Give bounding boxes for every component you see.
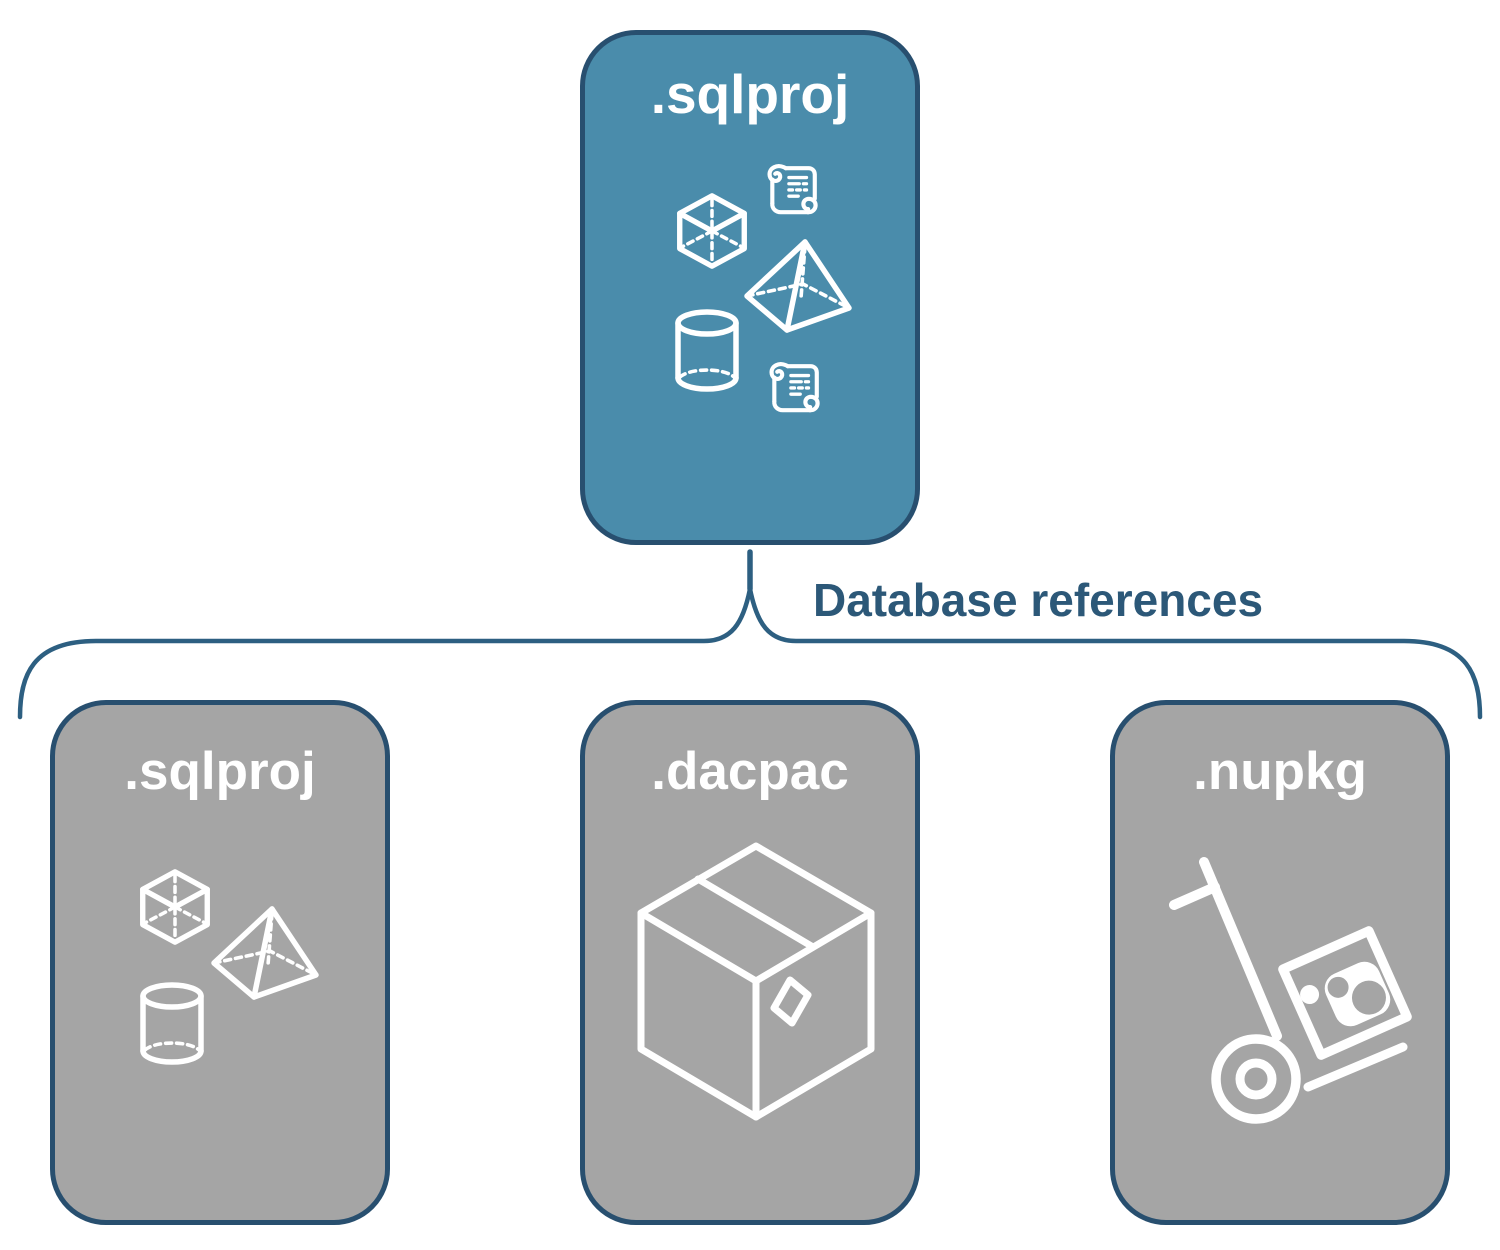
scroll-icon: [763, 162, 821, 220]
connector-label: Database references: [813, 574, 1264, 626]
package-box-icon: [637, 842, 875, 1121]
node-child-sqlproj: .sqlproj: [50, 700, 390, 1225]
scroll-icon: [765, 360, 823, 418]
brace-curve: [17, 586, 1483, 720]
node-child-dacpac: .dacpac: [580, 700, 920, 1225]
node-child-title: .dacpac: [651, 742, 849, 801]
cylinder-icon: [671, 308, 743, 396]
nuget-handtruck-icon: [1169, 857, 1412, 1124]
node-child-title: .sqlproj: [124, 742, 316, 801]
cube-icon: [131, 866, 219, 948]
cylinder-icon: [136, 981, 208, 1069]
pyramid-icon: [208, 903, 322, 1005]
node-root-sqlproj: .sqlproj: [580, 30, 920, 545]
brace-connector: [17, 549, 1483, 720]
node-root-title: .sqlproj: [650, 63, 850, 125]
node-child-nupkg: .nupkg: [1110, 700, 1450, 1225]
pyramid-icon: [741, 236, 855, 338]
node-child-title: .nupkg: [1193, 742, 1367, 801]
